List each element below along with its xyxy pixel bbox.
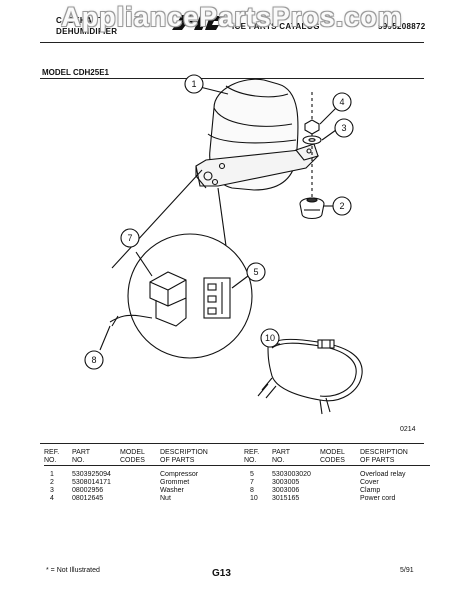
right-desc: Overload relay [360,471,406,478]
callout-5: 5 [253,267,258,277]
header-rule [40,42,424,43]
col-model-1: MODEL [120,449,145,456]
left-desc: Compressor [160,471,199,478]
right-desc: Power cord [360,495,396,502]
left-part: 5303925094 [72,471,111,478]
left-ref: 2 [50,479,54,486]
callout-8: 8 [91,355,96,365]
col-model-1-r: MODEL [320,449,345,456]
right-part: 5303003020 [272,471,311,478]
watermark: AppliancePartsPros.com [61,2,403,32]
footer-date: 5/91 [400,567,414,574]
col-ref-1: REF. [44,449,60,456]
col-part-1-r: PART [272,449,291,456]
right-model [320,495,360,503]
left-ref: 3 [50,487,54,494]
header-title-line2: DEHUMIDIFIER [56,27,118,36]
callout-4: 4 [339,97,344,107]
col-desc-1-r: DESCRIPTION [360,449,408,456]
left-part: 08012645 [72,495,104,502]
right-part: 3015165 [272,495,300,502]
left-model [120,495,160,503]
right-ref: 7 [250,479,254,486]
right-ref: 5 [250,471,254,478]
table-top-rule [40,443,424,444]
left-desc: Grommet [160,479,190,486]
right-model [320,487,360,495]
col-part-2-r: NO. [272,457,285,464]
diagram-code: 0214 [400,426,416,433]
col-model-2-r: CODES [320,457,345,464]
left-model [120,487,160,495]
col-model-2: CODES [120,457,145,464]
left-model [120,471,160,479]
right-ref: 8 [250,487,254,494]
right-ref: 10 [250,495,258,502]
model-rule [40,78,424,79]
table-row: 4 08012645 Nut 10 3015165 Power cord [44,495,430,503]
table-row: 2 5308014171 Grommet 7 3003005 Cover [44,479,430,487]
header-part-number: 5995208872 [378,22,426,31]
callout-3: 3 [341,123,346,133]
col-ref-2-r: NO. [244,457,257,464]
callout-10: 10 [265,333,275,343]
right-part: 3003006 [272,487,300,494]
left-desc: Nut [160,495,171,502]
header-catalog-title: ICE PARTS CATALOG [232,22,320,31]
col-ref-1-r: REF. [244,449,260,456]
brand-logo [168,12,228,34]
table-row: 1 5303925094 Compressor 5 5303003020 Ove… [44,471,430,479]
col-desc-2: OF PARTS [160,457,195,464]
left-part: 08002956 [72,487,104,494]
left-desc: Washer [160,487,184,494]
callout-1: 1 [191,79,196,89]
right-model [320,471,360,479]
left-part: 5308014171 [72,479,111,486]
page-number: G13 [212,568,231,579]
col-desc-1: DESCRIPTION [160,449,208,456]
header-title-line1: CABEHART [56,16,104,25]
table-row: 3 08002956 Washer 8 3003006 Clamp [44,487,430,495]
callout-7: 7 [127,233,132,243]
right-desc: Cover [360,479,379,486]
model-label: MODEL CDH25E1 [42,68,109,77]
left-ref: 1 [50,471,54,478]
col-part-1: PART [72,449,91,456]
right-part: 3003005 [272,479,300,486]
col-ref-2: NO. [44,457,57,464]
left-model [120,479,160,487]
footer-note: * = Not Illustrated [46,567,100,574]
left-ref: 4 [50,495,54,502]
col-part-2: NO. [72,457,85,464]
col-desc-2-r: OF PARTS [360,457,395,464]
callout-2: 2 [339,201,344,211]
exploded-view-diagram: 1 4 3 2 7 5 8 10 [84,74,363,415]
right-desc: Clamp [360,487,381,494]
right-model [320,479,360,487]
